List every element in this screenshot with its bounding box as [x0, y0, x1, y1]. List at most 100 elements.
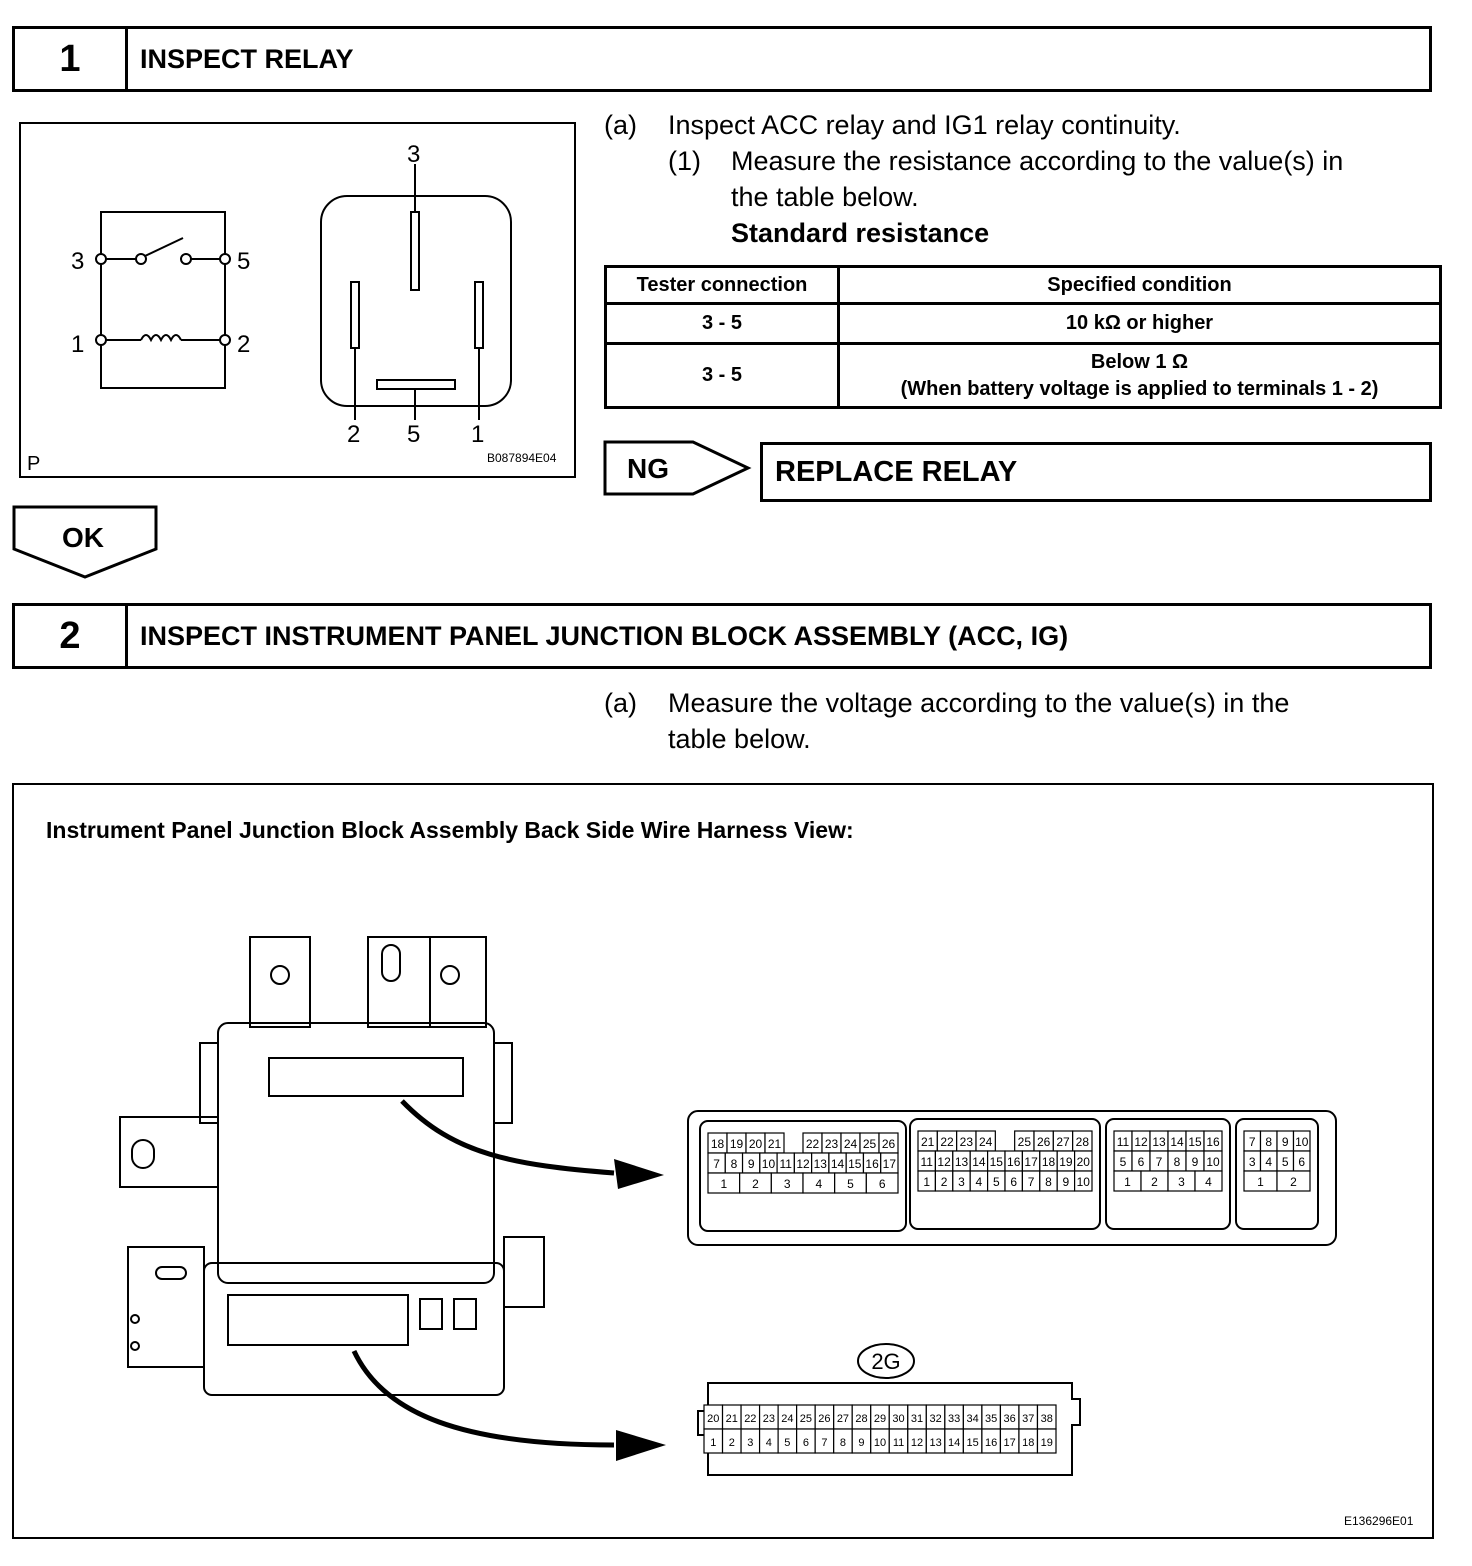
connector-pin-number: 14 [972, 1155, 986, 1169]
connector-pin [865, 1172, 899, 1194]
connector-pin-number: 6 [1010, 1175, 1017, 1189]
connector-pin-number: 9 [748, 1157, 755, 1171]
connector-pin-number: 12 [796, 1157, 810, 1171]
connector-pin-number: 15 [848, 1157, 862, 1171]
connector-pin-number: 22 [744, 1413, 756, 1425]
connector-pin-number: 19 [1059, 1155, 1073, 1169]
harness-figure-title: Instrument Panel Junction Block Assembly… [46, 817, 854, 843]
connector-pin-number: 19 [1041, 1437, 1053, 1449]
connector-pin-number: 12 [937, 1155, 951, 1169]
connector-pin-number: 10 [874, 1437, 886, 1449]
cell-connection: 3 - 5 [604, 342, 840, 409]
cell-connection: 3 - 5 [604, 302, 840, 345]
connector-pin-number: 10 [1077, 1175, 1091, 1189]
connector-pin-number: 14 [831, 1157, 845, 1171]
connector-pin-number: 23 [960, 1135, 974, 1149]
ng-arrow-icon: NG [603, 440, 752, 496]
condition-line2: (When battery voltage is applied to term… [900, 377, 1379, 400]
connector-pin-number: 3 [747, 1437, 753, 1449]
ok-arrow-icon: OK [12, 505, 158, 579]
connector-pin-number: 37 [1022, 1413, 1034, 1425]
connector-pin-number: 20 [1077, 1155, 1091, 1169]
connector-pin-number: 16 [1206, 1135, 1220, 1149]
connector-pin-number: 9 [1192, 1155, 1199, 1169]
step-title: INSPECT INSTRUMENT PANEL JUNCTION BLOCK … [140, 620, 1069, 651]
connector-pin-number: 23 [825, 1137, 839, 1151]
ng-label: NG [627, 453, 669, 484]
connector-pin-number: 2 [941, 1175, 948, 1189]
connector-pin-number: 3 [784, 1177, 791, 1191]
connector-pin-number: 36 [1004, 1413, 1016, 1425]
header-specified-condition: Specified condition [837, 265, 1442, 305]
figure-id: B087894E04 [487, 451, 557, 465]
connector-pin-number: 13 [1152, 1135, 1166, 1149]
connector-pin-number: 7 [713, 1157, 720, 1171]
connector-pin-number: 21 [921, 1135, 935, 1149]
connector-pin [1036, 1428, 1057, 1454]
connector-pin-number: 30 [892, 1413, 904, 1425]
connector-pin-number: 6 [1138, 1155, 1145, 1169]
connector-pin-number: 24 [979, 1135, 993, 1149]
connector-pin-number: 3 [1249, 1155, 1256, 1169]
connector-pin-number: 18 [1022, 1437, 1034, 1449]
connector-pin-number: 17 [1004, 1437, 1016, 1449]
connector-pin-number: 14 [948, 1437, 960, 1449]
connector-pin-number: 7 [821, 1437, 827, 1449]
connector-pin-number: 28 [1076, 1135, 1090, 1149]
connector-pin-number: 9 [858, 1437, 864, 1449]
harness-figure-id: E136296E01 [1344, 1514, 1414, 1528]
connector-pin-number: 2 [729, 1437, 735, 1449]
connector-pin-number: 11 [893, 1437, 904, 1449]
connector-pin-number: 21 [726, 1413, 738, 1425]
connector-housing [1235, 1118, 1319, 1230]
connector-pin-number: 31 [911, 1413, 923, 1425]
connector-pin-number: 25 [1018, 1135, 1032, 1149]
terminal-label-1: 1 [71, 331, 84, 358]
connector-pin-number: 25 [863, 1137, 877, 1151]
connector-pin-number: 13 [929, 1437, 941, 1449]
table-row: 3 - 5 Below 1 Ω (When battery voltage is… [604, 342, 1442, 409]
connector-pin-number: 8 [1045, 1175, 1052, 1189]
terminal-label-3: 3 [71, 248, 84, 275]
connector-pin-number: 6 [803, 1437, 809, 1449]
instruction-a-line1: Measure the voltage according to the val… [668, 688, 1290, 718]
connector-pin-number: 10 [762, 1157, 776, 1171]
connector-pin-number: 15 [1188, 1135, 1202, 1149]
condition-line1: Below 1 Ω [1090, 350, 1189, 373]
connector-pin-number: 13 [814, 1157, 828, 1171]
connector-pin [1194, 1170, 1223, 1192]
connector-pin-number: 7 [1156, 1155, 1163, 1169]
connector-pin-number: 35 [985, 1413, 997, 1425]
connector-pin-number: 6 [1298, 1155, 1305, 1169]
pin-label-1: 1 [471, 421, 484, 448]
connector-pin-number: 17 [1024, 1155, 1038, 1169]
resistance-table: Tester connection Specified condition 3 … [604, 265, 1442, 409]
connector-pin-number: 2 [752, 1177, 759, 1191]
connector-pin-number: 24 [844, 1137, 858, 1151]
connector-pin-number: 1 [720, 1177, 727, 1191]
connector-pin-number: 32 [929, 1413, 941, 1425]
connector-pin-number: 22 [806, 1137, 820, 1151]
connector-pin-number: 11 [920, 1155, 933, 1169]
connector-pin [1073, 1170, 1093, 1192]
connector-pin-number: 14 [1170, 1135, 1184, 1149]
connector-2g-label: 2G [871, 1349, 900, 1374]
step-number: 1 [15, 29, 128, 89]
ok-label: OK [62, 522, 104, 553]
connector-pin-number: 5 [784, 1437, 790, 1449]
connector-pin-number: 10 [1206, 1155, 1220, 1169]
connector-pin-number: 2 [1290, 1175, 1297, 1189]
connector-pin-number: 8 [1265, 1135, 1272, 1149]
connector-pin-number: 4 [976, 1175, 983, 1189]
connector-pin-number: 19 [730, 1137, 744, 1151]
connector-pin-number: 28 [855, 1413, 867, 1425]
connector-pin-number: 27 [1056, 1135, 1070, 1149]
table-row: 3 - 5 10 kΩ or higher [604, 302, 1442, 345]
connector-pin-number: 10 [1295, 1135, 1309, 1149]
instruction-a-marker: (a) [604, 688, 637, 718]
connector-pin-number: 26 [882, 1137, 896, 1151]
connector-pin-number: 8 [1174, 1155, 1181, 1169]
connector-pin-number: 15 [967, 1437, 979, 1449]
connector-pin-number: 17 [883, 1157, 897, 1171]
instruction-sub-marker: (1) [668, 146, 701, 176]
